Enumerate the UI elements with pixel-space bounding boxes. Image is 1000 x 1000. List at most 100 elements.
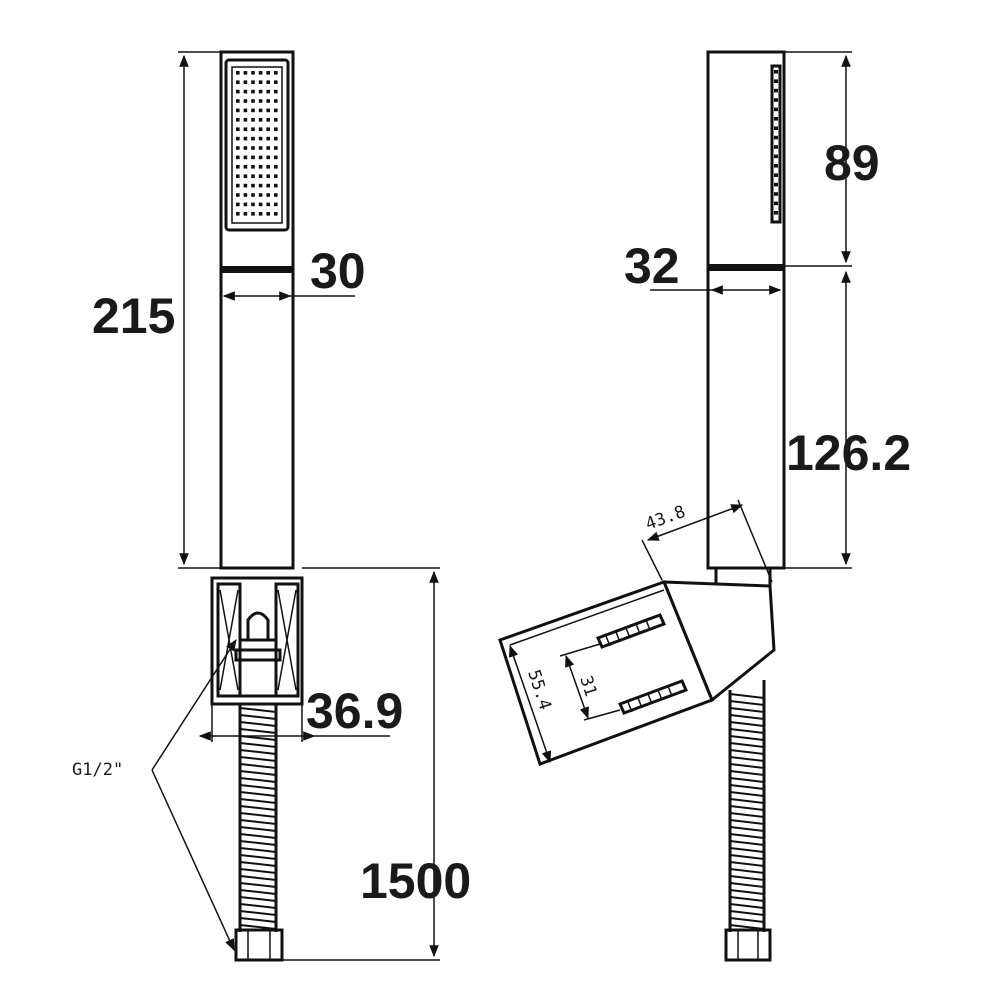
spray-face [224,58,290,232]
spray-nozzle [266,127,270,131]
spray-nozzle [266,108,270,113]
hose-rib [729,861,765,867]
wall-plug-bottom [617,679,689,715]
hose-rib [729,889,765,895]
hose-rib [239,791,277,797]
front-view [210,50,304,962]
side-collar [708,264,784,271]
front-collar [221,266,293,273]
side-nozzle [774,211,778,215]
hose-rib [729,812,765,818]
side-nozzle [774,126,778,130]
hose-rib [729,875,765,881]
side-nozzle [774,145,778,149]
spray-nozzles [236,71,278,216]
side-spray-strip [770,64,782,224]
spray-nozzle [236,202,240,207]
spray-nozzle [266,193,270,197]
hose-rib [239,854,277,860]
spray-nozzle [266,71,270,75]
spray-nozzle [251,136,255,141]
side-hose [728,680,766,932]
spray-nozzle [236,71,240,75]
hose-rib [729,819,765,825]
hose-rib [729,714,765,720]
spray-nozzle [258,183,263,188]
thread-label: G1/2" [72,760,123,780]
dim-1500-label: 1500 [360,853,471,909]
hose-rib [239,889,277,895]
dim-30-label: 30 [310,243,366,299]
spray-nozzle [236,108,240,113]
hose-rib [239,728,277,734]
side-nozzle [774,107,778,112]
hose-rib [729,777,765,783]
hose-rib [729,868,765,874]
spray-nozzle [243,165,248,169]
spray-nozzle [236,165,240,169]
spray-nozzle [266,118,270,122]
hose-rib [239,770,277,776]
spray-nozzle [251,193,255,197]
dim-215-label: 215 [92,288,175,344]
spray-nozzle [274,71,278,75]
spray-nozzle [251,165,255,169]
spray-nozzle [251,108,255,113]
hose-rib [729,854,765,860]
hose-rib [239,903,277,909]
spray-nozzle [258,80,263,84]
spray-nozzle [236,127,240,131]
spray-nozzle [243,212,248,216]
spray-nozzle [258,99,263,103]
spray-nozzle [258,89,263,94]
hose-rib [239,777,277,783]
hose-rib [729,707,765,713]
hose-rib [729,770,765,776]
spray-nozzle [243,127,248,131]
spray-nozzle [236,155,240,160]
spray-nozzle [236,99,240,103]
spray-nozzle [258,127,263,131]
spray-nozzle [274,212,278,216]
spray-nozzle [258,136,263,141]
hose-rib [729,693,765,699]
hose-rib [729,847,765,853]
side-nozzle [774,164,778,168]
spray-nozzle [258,193,263,197]
hose-rib [729,763,765,769]
hose-rib [239,714,277,720]
spray-nozzle [266,146,270,150]
spray-nozzle [243,136,248,141]
spray-nozzle [236,89,240,94]
hose-rib [239,910,277,916]
hose-rib [729,735,765,741]
hose-rib [239,840,277,846]
spray-nozzle [258,71,263,75]
spray-nozzle [251,99,255,103]
spray-nozzle-grid [231,66,283,224]
hose-rib [239,756,277,762]
hose-rib [729,826,765,832]
dim-36-9-label: 36.9 [306,683,403,739]
front-hose [238,704,278,932]
side-nozzle [774,135,778,140]
hose-rib [729,742,765,748]
spray-nozzle [251,127,255,131]
spray-nozzle [243,193,248,197]
spray-nozzle [258,202,263,207]
hose-rib [239,784,277,790]
spray-nozzle [243,71,248,75]
front-hose-nut [234,928,284,962]
side-nozzle [774,70,778,74]
spray-nozzle [243,89,248,94]
spray-nozzle [258,165,263,169]
spray-nozzle [251,212,255,216]
spray-nozzle [251,71,255,75]
side-nozzle [774,79,778,83]
front-bracket [210,576,304,706]
front-handset-body [219,50,295,570]
spray-nozzle [236,118,240,122]
spray-nozzle [236,80,240,84]
spray-nozzle [236,136,240,141]
